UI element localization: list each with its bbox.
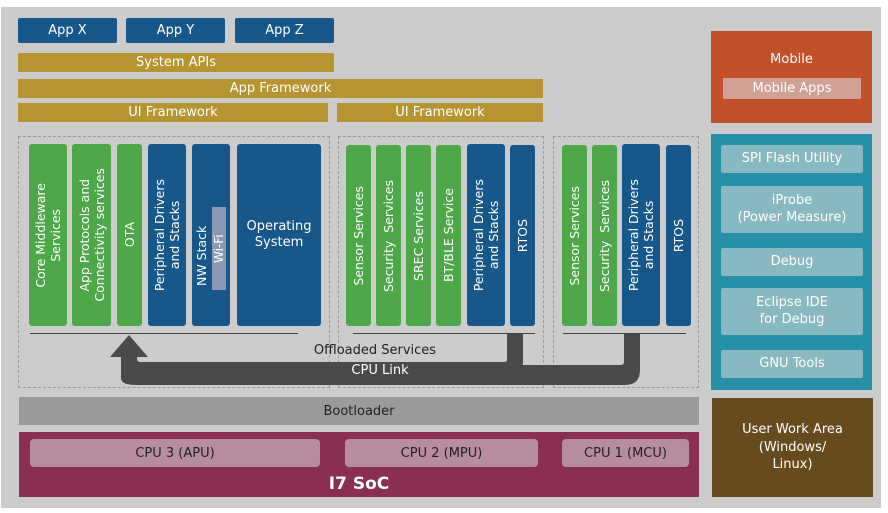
mobile-block xyxy=(711,31,872,123)
system-apis-layer: System APIs xyxy=(18,53,334,72)
apu-software-container xyxy=(18,136,330,388)
user-work-area-block: User Work Area (Windows/ Linux) xyxy=(712,398,873,497)
apu-separator-line xyxy=(30,333,298,334)
debug-block: Debug xyxy=(721,248,863,276)
mpu-separator-line xyxy=(353,333,535,334)
cpu2-mpu-block: CPU 2 (MPU) xyxy=(345,439,538,467)
app-z-block: App Z xyxy=(235,18,334,43)
nw-stack-block: NW Stack Wi-Fi xyxy=(192,144,230,326)
cpu3-apu-block: CPU 3 (APU) xyxy=(30,439,320,467)
ui-framework-right-layer: UI Framework xyxy=(337,103,543,122)
mcu-rtos-block: RTOS xyxy=(666,145,691,326)
mobile-apps-block: Mobile Apps xyxy=(723,78,861,99)
ui-framework-left-layer: UI Framework xyxy=(18,103,328,122)
mpu-rtos-block: RTOS xyxy=(510,145,535,326)
spi-flash-utility-block: SPI Flash Utility xyxy=(721,145,863,173)
gnu-tools-block: GNU Tools xyxy=(721,350,863,378)
cpu-link-arrowhead xyxy=(110,335,148,357)
bt-ble-service-block: BT/BLE Service xyxy=(436,145,461,326)
mpu-security-services-block: Security Services xyxy=(376,145,401,326)
iprobe-block: iProbe (Power Measure) xyxy=(721,186,863,233)
mcu-separator-line xyxy=(563,333,686,334)
cpu-link-label: CPU Link xyxy=(351,362,409,378)
operating-system-block: Operating System xyxy=(237,144,321,326)
app-y-block: App Y xyxy=(126,18,225,43)
srec-services-block: SREC Services xyxy=(406,145,431,326)
mpu-peripheral-drivers-block: Peripheral Drivers and Stacks xyxy=(467,144,505,326)
offloaded-services-label: Offloaded Services xyxy=(313,342,437,358)
app-x-block: App X xyxy=(18,18,117,43)
app-framework-layer: App Framework xyxy=(18,79,543,98)
mcu-peripheral-drivers-block: Peripheral Drivers and Stacks xyxy=(622,144,660,326)
cpu-link-path xyxy=(121,334,640,385)
mcu-software-container xyxy=(553,136,699,388)
mpu-software-container xyxy=(338,136,544,388)
core-middleware-services-block: Core Middleware Services xyxy=(29,144,67,326)
mobile-title: Mobile xyxy=(770,51,813,67)
app-protocols-block: App Protocols and Connectivity services xyxy=(72,144,111,326)
eclipse-ide-block: Eclipse IDE for Debug xyxy=(721,288,863,335)
bootloader-layer: Bootloader xyxy=(19,397,699,425)
mcu-sensor-services-block: Sensor Services xyxy=(562,145,587,326)
apu-peripheral-drivers-block: Peripheral Drivers and Stacks xyxy=(148,144,186,326)
cpu-link-shaft xyxy=(121,355,137,365)
ota-block: OTA xyxy=(117,144,142,326)
cpu1-mcu-block: CPU 1 (MCU) xyxy=(562,439,689,467)
mpu-sensor-services-block: Sensor Services xyxy=(346,145,371,326)
soc-title: I7 SoC xyxy=(328,474,390,494)
mcu-security-services-block: Security Services xyxy=(592,145,617,326)
